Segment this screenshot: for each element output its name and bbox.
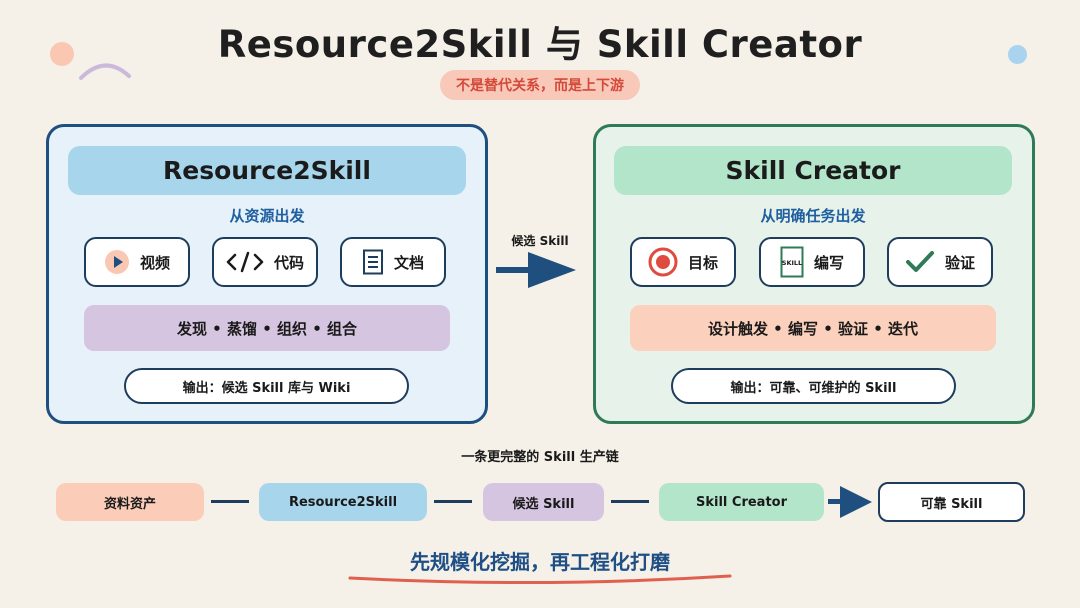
chain-step-candidate-skill: 候选 Skill <box>483 483 604 521</box>
skill-creator-process-bar: 设计触发 • 编写 • 验证 • 迭代 <box>630 305 996 351</box>
footer-slogan: 先规模化挖掘，再工程化打磨 <box>410 550 670 574</box>
target-icon <box>648 247 678 277</box>
chip-label: 文档 <box>393 253 424 272</box>
chip-label: 代码 <box>273 253 304 272</box>
chain-connector <box>211 500 249 503</box>
chain-connector <box>611 500 649 503</box>
chain-step-assets: 资料资产 <box>56 483 204 521</box>
chip-verify: 验证 <box>887 237 993 287</box>
skill-creator-output: 输出：可靠、可维护的 Skill <box>671 368 956 404</box>
chain-step-resource2skill: Resource2Skill <box>259 483 427 521</box>
chip-label: 目标 <box>687 253 718 272</box>
resource2skill-output: 输出：候选 Skill 库与 Wiki <box>124 368 409 404</box>
resource2skill-process-bar: 发现 • 蒸馏 • 组织 • 组合 <box>84 305 450 351</box>
skill-doc-icon-text: SKILL <box>782 259 802 267</box>
chip-video: 视频 <box>84 237 190 287</box>
skill-creator-subheader: 从明确任务出发 <box>760 207 866 225</box>
code-icon <box>226 251 264 273</box>
resource2skill-header: Resource2Skill <box>68 146 466 195</box>
play-icon <box>104 249 130 275</box>
chip-label: 编写 <box>813 253 844 272</box>
decorative-dot-right <box>1008 45 1027 64</box>
resource2skill-subheader: 从资源出发 <box>229 207 305 225</box>
page-title: Resource2Skill 与 Skill Creator <box>217 23 863 66</box>
footer-underline <box>348 574 732 585</box>
chain-step-skill-creator: Skill Creator <box>659 483 824 521</box>
chain-arrow-icon <box>828 486 872 518</box>
chip-goal: 目标 <box>630 237 736 287</box>
decorative-arc <box>79 63 131 80</box>
skill-doc-icon: SKILL <box>780 246 804 278</box>
chip-document: 文档 <box>340 237 446 287</box>
subtitle-badge: 不是替代关系，而是上下游 <box>440 70 640 100</box>
candidate-skill-label: 候选 Skill <box>511 234 569 248</box>
chain-connector <box>434 500 472 503</box>
decorative-dot-left <box>50 42 74 66</box>
chip-label: 视频 <box>139 253 170 272</box>
skill-creator-header: Skill Creator <box>614 146 1012 195</box>
chip-label: 验证 <box>944 253 975 272</box>
checkmark-icon <box>905 250 935 274</box>
chain-title: 一条更完整的 Skill 生产链 <box>461 450 619 465</box>
chip-code: 代码 <box>212 237 318 287</box>
chain-step-reliable-skill: 可靠 Skill <box>878 482 1025 522</box>
chip-write: SKILL 编写 <box>759 237 865 287</box>
right-arrow-icon <box>496 252 576 288</box>
document-icon <box>362 249 384 275</box>
